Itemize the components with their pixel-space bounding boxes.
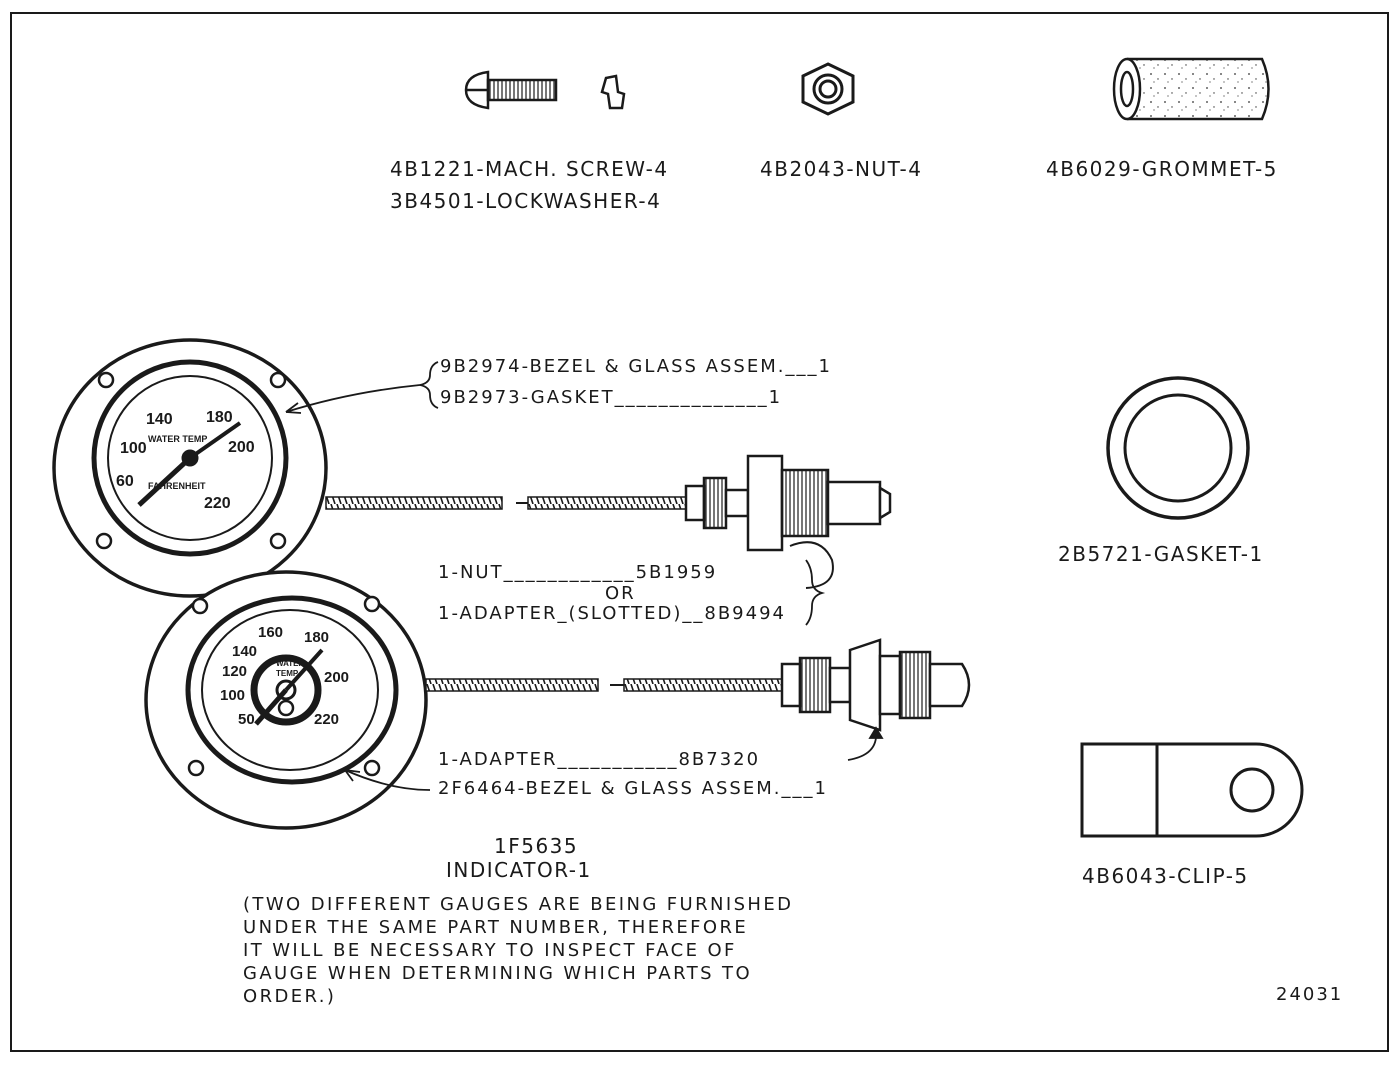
gauge1-tick: 200	[228, 439, 255, 456]
gauge1-tick: 180	[206, 409, 233, 426]
figure-number: 24031	[1276, 984, 1344, 1005]
machine-screw-icon	[464, 70, 558, 110]
fitting-leader-line	[789, 541, 834, 589]
fitting-nut-label: 1-NUT____________5B1959	[438, 562, 718, 583]
gauge1-face-word: WATER TEMP	[148, 434, 207, 444]
gauge2-face-word: TEMP	[276, 669, 299, 678]
gauge1-tick: 100	[120, 440, 147, 457]
upper-capillary-tube	[325, 496, 689, 510]
gauge2-tick: 200	[324, 669, 349, 686]
slotted-adapter-label: 1-ADAPTER_(SLOTTED)__8B9494	[438, 603, 786, 624]
hex-nut-icon	[801, 62, 855, 116]
gasket-ring-icon	[1106, 376, 1250, 520]
lockwasher-label: 3B4501-LOCKWASHER-4	[390, 189, 662, 213]
gauge2-tick: 180	[304, 629, 329, 646]
lower-gauge-icon	[144, 570, 428, 830]
lower-gauge-tick-labels: 50 100 120 140 160 180 200 220 WATER TEM…	[220, 624, 349, 728]
drawing-border	[10, 12, 1389, 1052]
gauge2-tick: 50	[238, 711, 255, 728]
upper-gasket-label: 9B2973-GASKET______________1	[440, 387, 783, 408]
clip-icon	[1080, 742, 1304, 838]
lower-bezel-label: 2F6464-BEZEL & GLASS ASSEM.___1	[438, 778, 828, 799]
callout-leader-lines	[285, 361, 884, 791]
gasket-label: 2B5721-GASKET-1	[1058, 542, 1264, 566]
gauge2-tick: 100	[220, 687, 245, 704]
gauge2-tick: 220	[314, 711, 339, 728]
note-line: (TWO DIFFERENT GAUGES ARE BEING FURNISHE…	[243, 894, 794, 915]
gauge2-tick: 120	[222, 663, 247, 680]
note-line: GAUGE WHEN DETERMINING WHICH PARTS TO	[243, 963, 753, 984]
upper-gauge-tick-labels: 60 100 140 180 200 220 WATER TEMP FAHREN…	[116, 409, 255, 512]
gauge1-tick: 60	[116, 473, 134, 490]
lower-bulb-fitting-icon	[780, 638, 971, 732]
lockwasher-icon	[600, 74, 626, 110]
upper-bulb-fitting-icon	[684, 454, 892, 552]
indicator-number: 1F5635	[494, 834, 579, 858]
machine-screw-label: 4B1221-MACH. SCREW-4	[390, 157, 669, 181]
gauge2-tick: 140	[232, 643, 257, 660]
gauge-note: (TWO DIFFERENT GAUGES ARE BEING FURNISHE…	[243, 893, 823, 1008]
note-line: IT WILL BE NECESSARY TO INSPECT FACE OF	[243, 940, 737, 961]
lower-capillary-tube	[425, 678, 785, 692]
gauge1-tick: 220	[204, 495, 231, 512]
gauge2-tick: 160	[258, 624, 283, 641]
or-label: OR	[605, 583, 636, 604]
note-line: ORDER.)	[243, 986, 337, 1007]
grommet-icon	[1112, 57, 1270, 121]
upper-gauge-icon	[52, 338, 328, 598]
nut-label: 4B2043-NUT-4	[760, 157, 923, 181]
grommet-label: 4B6029-GROMMET-5	[1046, 157, 1278, 181]
indicator-name: INDICATOR-1	[446, 858, 592, 882]
gauge1-tick: 140	[146, 411, 173, 428]
note-line: UNDER THE SAME PART NUMBER, THEREFORE	[243, 917, 749, 938]
bezel-assembly-label: 9B2974-BEZEL & GLASS ASSEM.___1	[440, 356, 832, 377]
gauge1-face-word: FAHRENHEIT	[148, 481, 206, 491]
clip-label: 4B6043-CLIP-5	[1082, 864, 1249, 888]
gauge2-face-word: WATER	[276, 659, 305, 668]
lower-adapter-label: 1-ADAPTER___________8B7320	[438, 749, 761, 770]
